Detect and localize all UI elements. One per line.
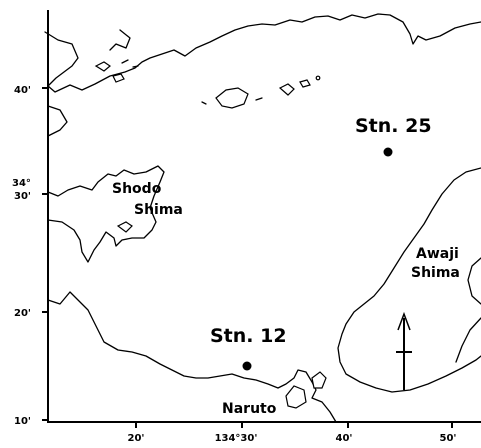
lat-label-40: 40'	[14, 85, 31, 96]
station-12-label: Stn. 12	[210, 325, 287, 347]
islet-1	[94, 61, 112, 72]
central-island-3	[299, 79, 311, 88]
central-islet-4	[315, 75, 321, 81]
lon-label-20: 20'	[128, 433, 145, 444]
shodo-shima-label-2: Shima	[134, 202, 183, 218]
lat-label-34: 34°	[12, 178, 31, 189]
north-coastline	[44, 13, 481, 93]
map-frame	[47, 10, 481, 423]
west-coastline-north	[47, 105, 68, 137]
station-25-label: Stn. 25	[355, 115, 432, 137]
station-25-marker	[383, 147, 393, 157]
awaji-shima-coastline	[337, 167, 481, 393]
central-islet-5	[201, 101, 207, 105]
shodo-east-islet	[116, 221, 133, 233]
lon-label-40: 40'	[336, 433, 353, 444]
east-shore-lower	[455, 317, 481, 363]
shodo-shima-coastline	[47, 165, 165, 263]
north-arrow-icon	[396, 311, 412, 390]
islet-2	[112, 73, 125, 83]
station-12-marker	[242, 361, 252, 371]
islet-dash-1	[121, 59, 129, 64]
islet-dash-2	[132, 65, 139, 68]
south-coastline	[47, 291, 337, 423]
naruto-island-1	[285, 385, 307, 409]
north-coast-inlet	[109, 29, 131, 51]
shodo-shima-label-1: Shodo	[112, 181, 162, 197]
central-island-2	[278, 83, 295, 96]
awaji-shima-label-1: Awaji	[416, 246, 459, 262]
naruto-label: Naruto	[222, 401, 277, 417]
central-island-1	[215, 87, 249, 109]
lat-label-20: 20'	[14, 308, 31, 319]
lon-label-134-30: 134°30'	[215, 433, 258, 444]
awaji-east-bay	[467, 257, 481, 305]
central-islet-6	[255, 97, 263, 101]
lat-label-10: 10'	[14, 416, 31, 427]
awaji-shima-label-2: Shima	[411, 265, 460, 281]
naruto-island-2	[311, 371, 327, 389]
lat-label-30: 30'	[14, 191, 31, 202]
lon-label-50: 50'	[440, 433, 457, 444]
